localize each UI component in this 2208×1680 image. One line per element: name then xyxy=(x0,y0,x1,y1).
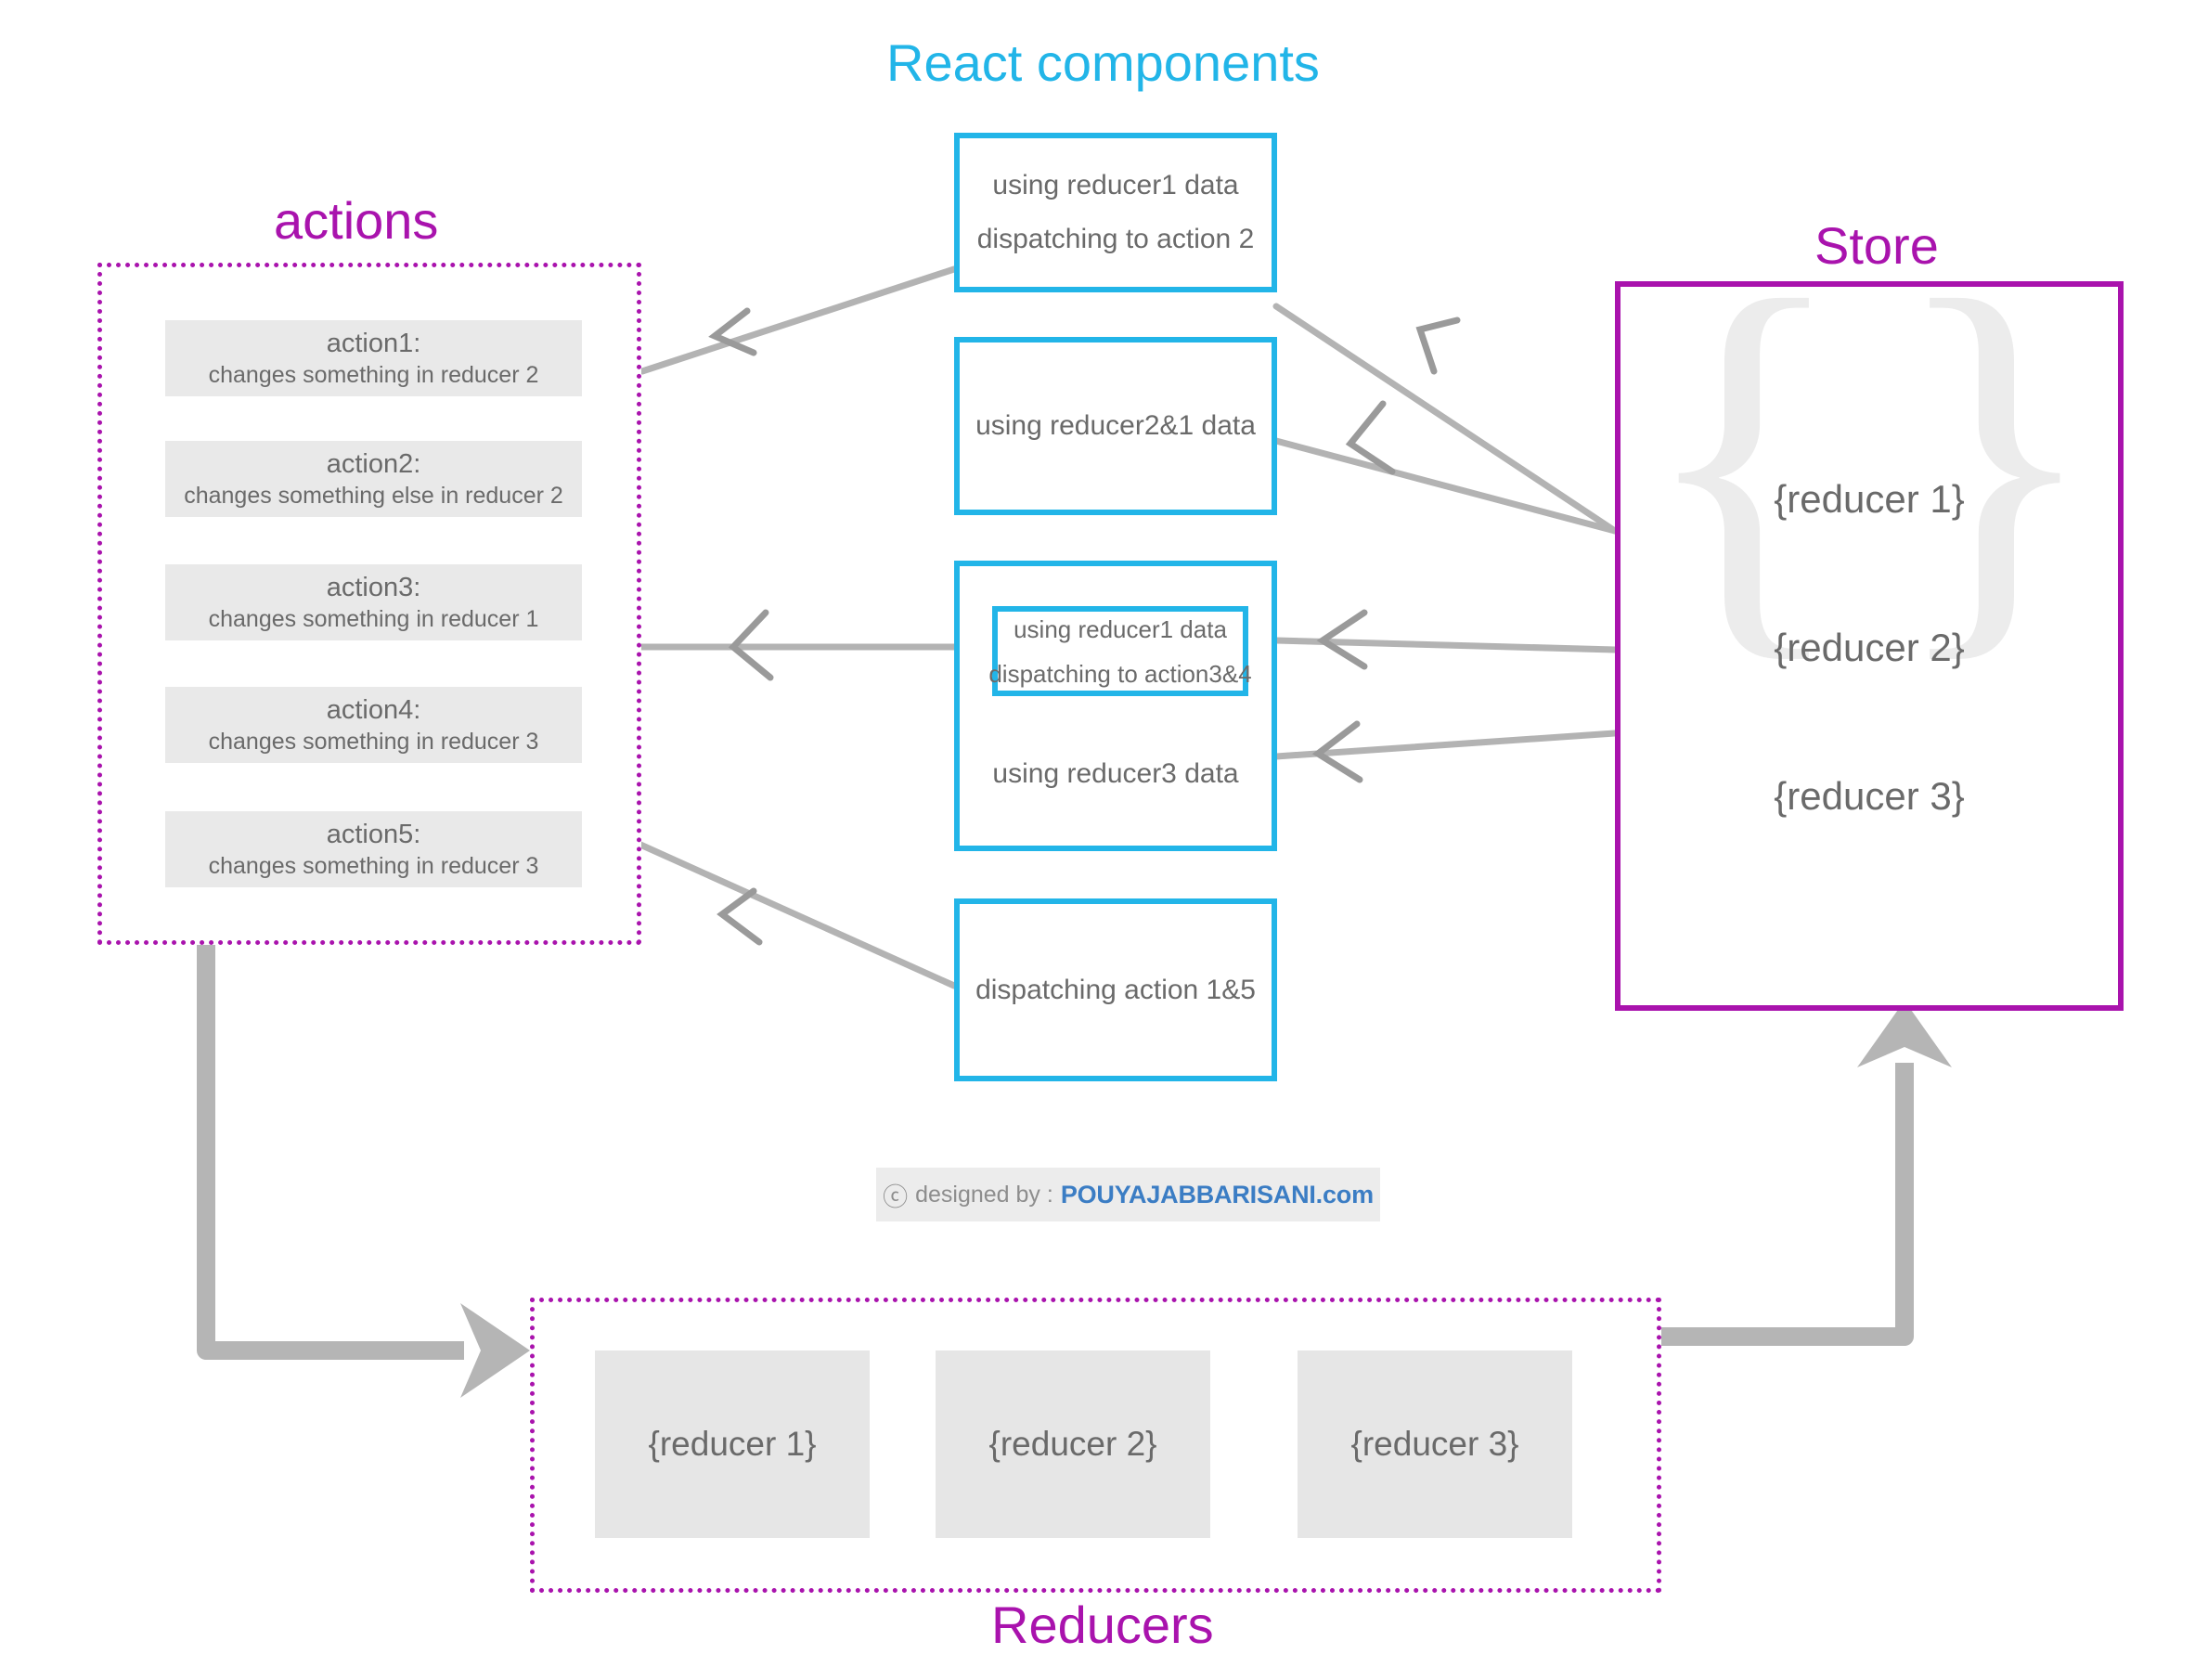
action-description: changes something in reducer 3 xyxy=(208,729,539,755)
action-description: changes something else in reducer 2 xyxy=(184,483,563,509)
brace-close-icon: } xyxy=(1890,212,2099,695)
store-reducer-2: {reducer 2} xyxy=(1774,626,1965,669)
reducers-title: Reducers xyxy=(991,1596,1214,1654)
store-reducer-3: {reducer 3} xyxy=(1774,774,1965,818)
action-item-3[interactable]: action3: changes something in reducer 1 xyxy=(165,564,582,640)
watermark-site-link[interactable]: POUYAJABBARISANI.com xyxy=(1060,1180,1374,1208)
action-item-4[interactable]: action4: changes something in reducer 3 xyxy=(165,687,582,763)
action-title: action3: xyxy=(326,573,421,602)
watermark-credit: ⓒ designed by : POUYAJABBARISANI.com xyxy=(876,1168,1380,1221)
component-line-2: dispatching to action 2 xyxy=(976,224,1255,254)
action-description: changes something in reducer 2 xyxy=(208,362,539,388)
reducer-box-1[interactable]: {reducer 1} xyxy=(595,1350,870,1538)
reducers-panel: {reducer 1} {reducer 2} {reducer 3} xyxy=(530,1298,1661,1593)
reducer-box-2[interactable]: {reducer 2} xyxy=(936,1350,1210,1538)
brace-open-icon: { xyxy=(1639,212,1849,695)
component-line-1: using reducer1 data xyxy=(1014,614,1227,643)
react-component-2[interactable]: using reducer2&1 data xyxy=(954,337,1277,515)
component-line-2: dispatching to action3&4 xyxy=(988,659,1252,688)
react-component-3[interactable]: using reducer1 data dispatching to actio… xyxy=(954,561,1277,851)
action-item-2[interactable]: action2: changes something else in reduc… xyxy=(165,441,582,517)
action-description: changes something in reducer 3 xyxy=(208,853,539,879)
action-title: action1: xyxy=(326,329,421,358)
action-item-1[interactable]: action1: changes something in reducer 2 xyxy=(165,320,582,396)
action-title: action5: xyxy=(326,820,421,849)
action-title: action4: xyxy=(326,695,421,725)
react-component-4[interactable]: dispatching action 1&5 xyxy=(954,898,1277,1081)
watermark-designed-by-label: designed by : xyxy=(915,1181,1053,1208)
action-item-5[interactable]: action5: changes something in reducer 3 xyxy=(165,811,582,887)
reducers-to-store-arrow xyxy=(1661,1001,1952,1346)
react-components-title: React components xyxy=(886,33,1320,92)
creative-commons-icon: ⓒ xyxy=(883,1182,909,1211)
reducer-box-3[interactable]: {reducer 3} xyxy=(1298,1350,1572,1538)
actions-title: actions xyxy=(274,191,439,250)
actions-panel: action1: changes something in reducer 2 … xyxy=(97,263,641,945)
actions-to-reducers-arrow xyxy=(197,945,530,1398)
react-component-3-inner[interactable]: using reducer1 data dispatching to actio… xyxy=(988,606,1252,696)
action-description: changes something in reducer 1 xyxy=(208,606,539,632)
component-line-1: dispatching action 1&5 xyxy=(975,974,1256,1005)
store-title: Store xyxy=(1814,216,1939,275)
store-panel: { } {reducer 1} {reducer 2} {reducer 3} xyxy=(1615,236,2124,1011)
action-title: action2: xyxy=(326,449,421,479)
react-component-1[interactable]: using reducer1 data dispatching to actio… xyxy=(954,133,1277,292)
component-line-1: using reducer1 data xyxy=(992,170,1239,200)
component-line-3: using reducer3 data xyxy=(992,758,1239,789)
store-reducer-1: {reducer 1} xyxy=(1774,477,1965,521)
component-line-1: using reducer2&1 data xyxy=(975,410,1256,441)
